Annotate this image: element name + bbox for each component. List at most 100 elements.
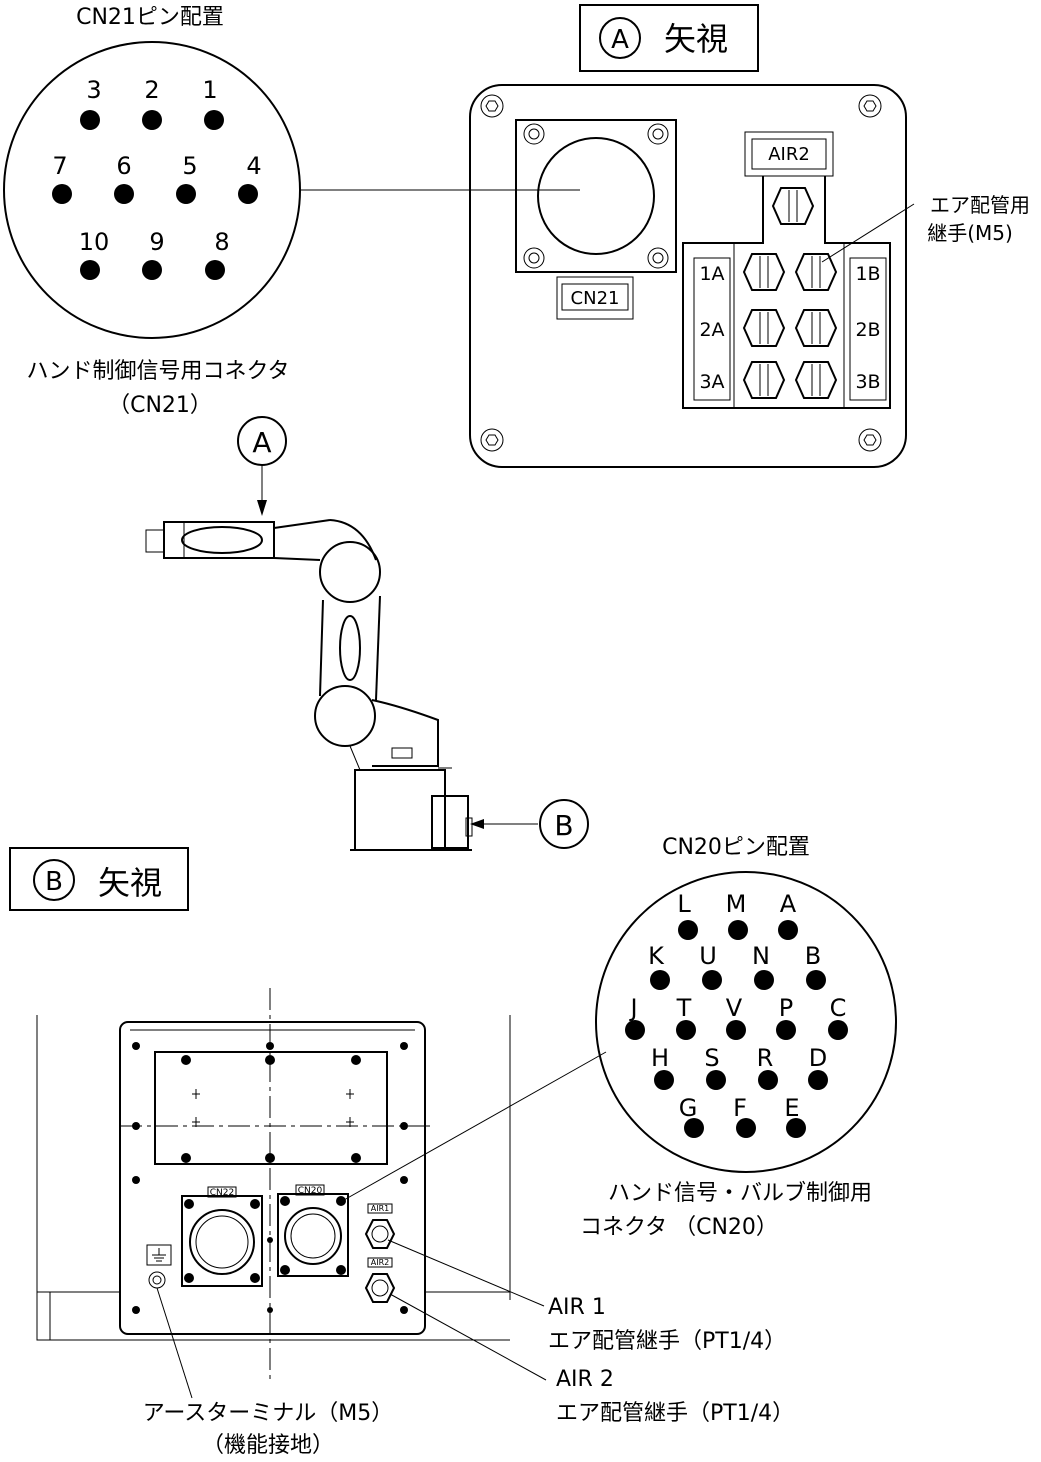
cn21-pin-dot bbox=[80, 260, 100, 280]
cn20-pin-label: J bbox=[628, 994, 637, 1022]
cn21-pin-dot bbox=[205, 260, 225, 280]
cn20-pin-dot bbox=[650, 970, 670, 990]
earth-terminal-icon bbox=[148, 1271, 166, 1289]
arrow-b-circle bbox=[539, 799, 589, 849]
cn20-pin-dot bbox=[678, 920, 698, 940]
air1-fitting-label: エア配管継手（PT1/4） bbox=[548, 1329, 786, 1354]
cn21-pin-label: 7 bbox=[52, 152, 67, 180]
cn20-pin-dot bbox=[754, 970, 774, 990]
arrow-b-letter: B bbox=[554, 809, 573, 842]
cn20-pin-label: G bbox=[679, 1094, 698, 1122]
cn20-caption-code: コネクタ （CN20） bbox=[580, 1215, 778, 1240]
cn20-pin-dot bbox=[806, 970, 826, 990]
cn21-pin-label: 1 bbox=[202, 76, 217, 104]
fitting-icon bbox=[742, 253, 838, 291]
cn20-pin-label: N bbox=[752, 942, 770, 970]
cn20-title: CN20ピン配置 bbox=[662, 835, 810, 860]
cn21-pin-dot bbox=[114, 184, 134, 204]
crosshair-marks bbox=[192, 1089, 354, 1127]
cn20-pin-label: A bbox=[780, 890, 797, 918]
cn21-pin-dot bbox=[80, 110, 100, 130]
cn21-caption-code: （CN21） bbox=[108, 393, 212, 418]
cn20-caption: ハンド信号・バルブ制御用 bbox=[608, 1181, 872, 1206]
cn20-pin-circle bbox=[595, 871, 897, 1173]
cn20-pin-dot bbox=[684, 1118, 704, 1138]
port-label: 2A bbox=[699, 319, 724, 341]
fitting-label-1: エア配管用 bbox=[930, 193, 1030, 217]
cn20-pin-dot bbox=[625, 1020, 645, 1040]
cn20-pin-dot bbox=[778, 920, 798, 940]
cn20-pin-label: E bbox=[784, 1094, 799, 1122]
air1-title: AIR 1 bbox=[548, 1295, 606, 1320]
fitting-icon bbox=[742, 361, 838, 399]
cn21-connector-label: CN21 bbox=[571, 288, 620, 309]
cn20-pin-dot bbox=[776, 1020, 796, 1040]
cn21-pin-dot bbox=[238, 184, 258, 204]
air2-fitting-label: エア配管継手（PT1/4） bbox=[556, 1401, 794, 1426]
bolt-dots bbox=[132, 1042, 408, 1314]
cn20-pin-dot bbox=[702, 970, 722, 990]
cn20-pin-dot bbox=[828, 1020, 848, 1040]
cn20-pin-dot bbox=[706, 1070, 726, 1090]
earth-symbol-icon bbox=[146, 1244, 172, 1266]
cn21-pin-label: 4 bbox=[246, 152, 261, 180]
view-a-title-box bbox=[579, 4, 759, 72]
arrow-a-letter: A bbox=[252, 426, 271, 459]
cn20-pin-label: K bbox=[648, 942, 665, 970]
earth-terminal-label: アースターミナル（M5） bbox=[143, 1401, 394, 1426]
cn20-pin-dot bbox=[786, 1118, 806, 1138]
cn20-pin-dot bbox=[654, 1070, 674, 1090]
cn21-pin-label: 5 bbox=[182, 152, 197, 180]
cn20-pin-label: F bbox=[733, 1094, 747, 1122]
cn20-pin-label: L bbox=[677, 890, 691, 918]
cn20-pin-label: H bbox=[651, 1044, 669, 1072]
cn20-pin-dot bbox=[676, 1020, 696, 1040]
view-a-circle bbox=[599, 17, 641, 59]
view-b-panel: CN22 CN20 AIR1 AIR2 bbox=[36, 988, 607, 1399]
cn21-caption: ハンド制御信号用コネクタ bbox=[26, 359, 289, 384]
cn21-pin-dot bbox=[142, 260, 162, 280]
fitting-icon bbox=[742, 309, 838, 347]
earth-function-label: （機能接地） bbox=[202, 1433, 334, 1458]
port-label: 3A bbox=[699, 371, 724, 393]
cn21-pin-dot bbox=[204, 110, 224, 130]
cn20-pin-label: R bbox=[757, 1044, 774, 1072]
cn20-pin-dot bbox=[758, 1070, 778, 1090]
cn21-pin-dot bbox=[142, 110, 162, 130]
cn21-pin-label: 2 bbox=[144, 76, 159, 104]
cn21-pin-dot bbox=[176, 184, 196, 204]
cn21-pin-label: 3 bbox=[86, 76, 101, 104]
cn20-small-label: CN20 bbox=[298, 1186, 323, 1196]
port-label: 1A bbox=[699, 263, 724, 285]
cn20-pin-dot bbox=[808, 1070, 828, 1090]
robot-arm-drawing: A B bbox=[145, 416, 589, 851]
cn21-pins: 3 2 1 7 6 5 4 10 9 8 bbox=[52, 76, 262, 280]
cn20-pin-label: M bbox=[726, 890, 747, 918]
screw-icon bbox=[480, 94, 882, 452]
cn20-pin-label: C bbox=[830, 994, 847, 1022]
cn22-small-label: CN22 bbox=[210, 1188, 234, 1198]
cn20-pins: L M A K U N B J T V P C H S R D G F E bbox=[625, 890, 848, 1138]
air2-port-label: AIR2 bbox=[768, 144, 810, 165]
cn21-pin-label: 8 bbox=[214, 228, 229, 256]
cn21-pin-label: 6 bbox=[116, 152, 131, 180]
cn20-pin-dot bbox=[728, 920, 748, 940]
cn21-title: CN21ピン配置 bbox=[76, 5, 224, 30]
air1-small-label: AIR1 bbox=[371, 1204, 389, 1213]
cn20-pin-label: P bbox=[779, 994, 793, 1022]
port-label: 1B bbox=[855, 263, 880, 285]
view-a-title: 矢視 bbox=[664, 20, 728, 58]
view-a-letter: A bbox=[611, 25, 629, 55]
cn20-pin-label: D bbox=[809, 1044, 827, 1072]
fitting-leader-line bbox=[821, 203, 915, 263]
fitting-label-2: 継手(M5) bbox=[927, 221, 1013, 245]
fitting-icon bbox=[771, 187, 815, 225]
cn20-pin-label: S bbox=[704, 1044, 719, 1072]
view-b-letter: B bbox=[45, 867, 63, 897]
cn20-pin-label: V bbox=[726, 994, 743, 1022]
cn20-pin-dot bbox=[726, 1020, 746, 1040]
cn21-connector-body bbox=[537, 137, 655, 255]
port-label: 2B bbox=[855, 319, 880, 341]
view-b-title-box bbox=[9, 847, 189, 911]
cn20-pin-label: T bbox=[676, 994, 692, 1022]
